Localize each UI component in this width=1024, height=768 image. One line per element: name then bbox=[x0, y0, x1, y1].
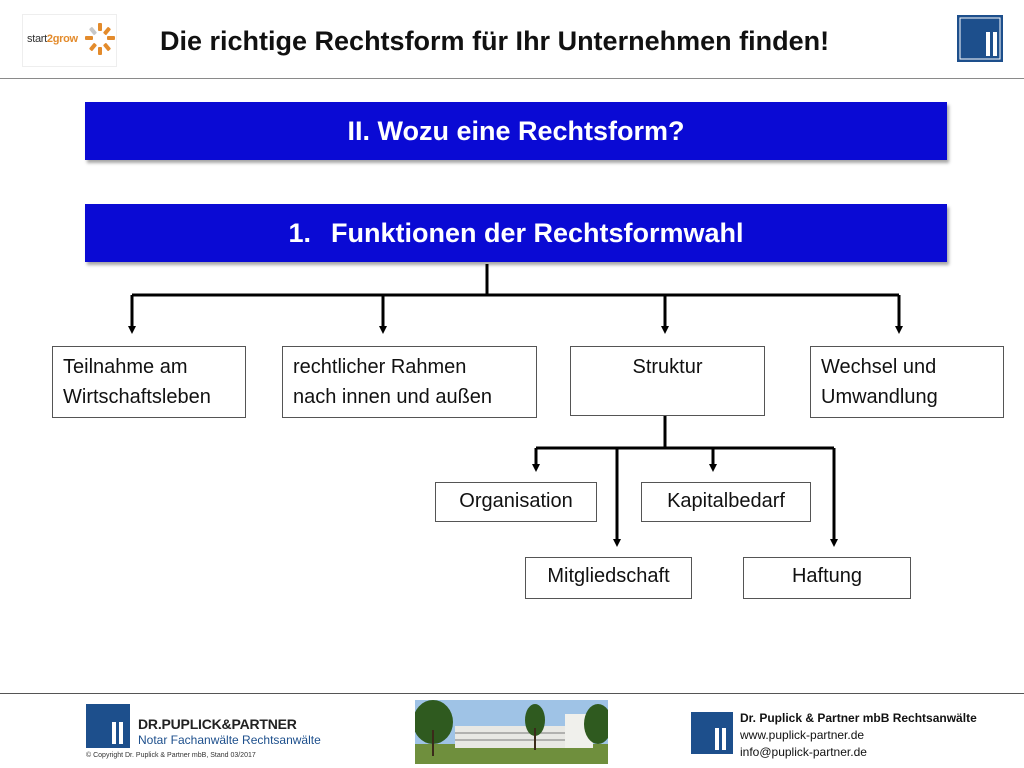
firm-subtitle: Notar Fachanwälte Rechtsanwälte bbox=[138, 733, 321, 747]
box-text-line: Wechsel und bbox=[821, 356, 937, 378]
subsection-number: 1. bbox=[288, 218, 311, 248]
box-mitgliedschaft: Mitgliedschaft bbox=[525, 557, 692, 599]
box-teilnahme: Teilnahme am Wirtschaftsleben bbox=[52, 346, 246, 418]
box-text-line: nach innen und außen bbox=[293, 386, 493, 408]
section-banner: II. Wozu eine Rechtsform? bbox=[85, 102, 947, 160]
contact-website-link[interactable]: www.puplick-partner.de bbox=[740, 728, 865, 742]
copyright: © Copyright Dr. Puplick & Partner mbB, S… bbox=[86, 752, 256, 759]
box-text-line: Wirtschaftsleben bbox=[63, 386, 211, 408]
start2grow-logo: start2grow bbox=[22, 14, 117, 67]
page-title: Die richtige Rechtsform für Ihr Unterneh… bbox=[160, 26, 830, 56]
building-photo-graphic bbox=[415, 700, 608, 764]
sun-logo-icon bbox=[85, 23, 115, 55]
building-photo bbox=[415, 700, 608, 764]
box-text-line: Umwandlung bbox=[821, 386, 938, 408]
double-bar-logo-icon bbox=[715, 728, 726, 750]
box-text-line: Teilnahme am bbox=[63, 356, 188, 378]
box-organisation: Organisation bbox=[435, 482, 597, 522]
header bbox=[0, 0, 1024, 79]
double-bar-logo-icon bbox=[959, 17, 1001, 60]
contact-email-link[interactable]: info@puplick-partner.de bbox=[740, 745, 867, 759]
firm-logo-contact bbox=[691, 712, 733, 754]
subsection-banner: 1. Funktionen der Rechtsformwahl bbox=[85, 204, 947, 262]
firm-name: DR.PUPLICK&PARTNER bbox=[138, 716, 297, 732]
box-text-line: Struktur bbox=[632, 356, 703, 378]
subsection-title: Funktionen der Rechtsformwahl bbox=[330, 218, 744, 248]
contact-firm-name: Dr. Puplick & Partner mbB Rechtsanwälte bbox=[740, 711, 977, 725]
box-rahmen: rechtlicher Rahmen nach innen und außen bbox=[282, 346, 537, 418]
firm-logo-top bbox=[957, 15, 1003, 62]
box-text-line: rechtlicher Rahmen bbox=[293, 356, 467, 378]
box-struktur: Struktur bbox=[570, 346, 765, 416]
box-wechsel: Wechsel und Umwandlung bbox=[810, 346, 1004, 418]
firm-logo-footer bbox=[86, 704, 130, 748]
double-bar-logo-icon bbox=[112, 722, 123, 744]
box-kapitalbedarf: Kapitalbedarf bbox=[641, 482, 811, 522]
box-haftung: Haftung bbox=[743, 557, 911, 599]
logo-wordmark: start2grow bbox=[27, 33, 78, 45]
